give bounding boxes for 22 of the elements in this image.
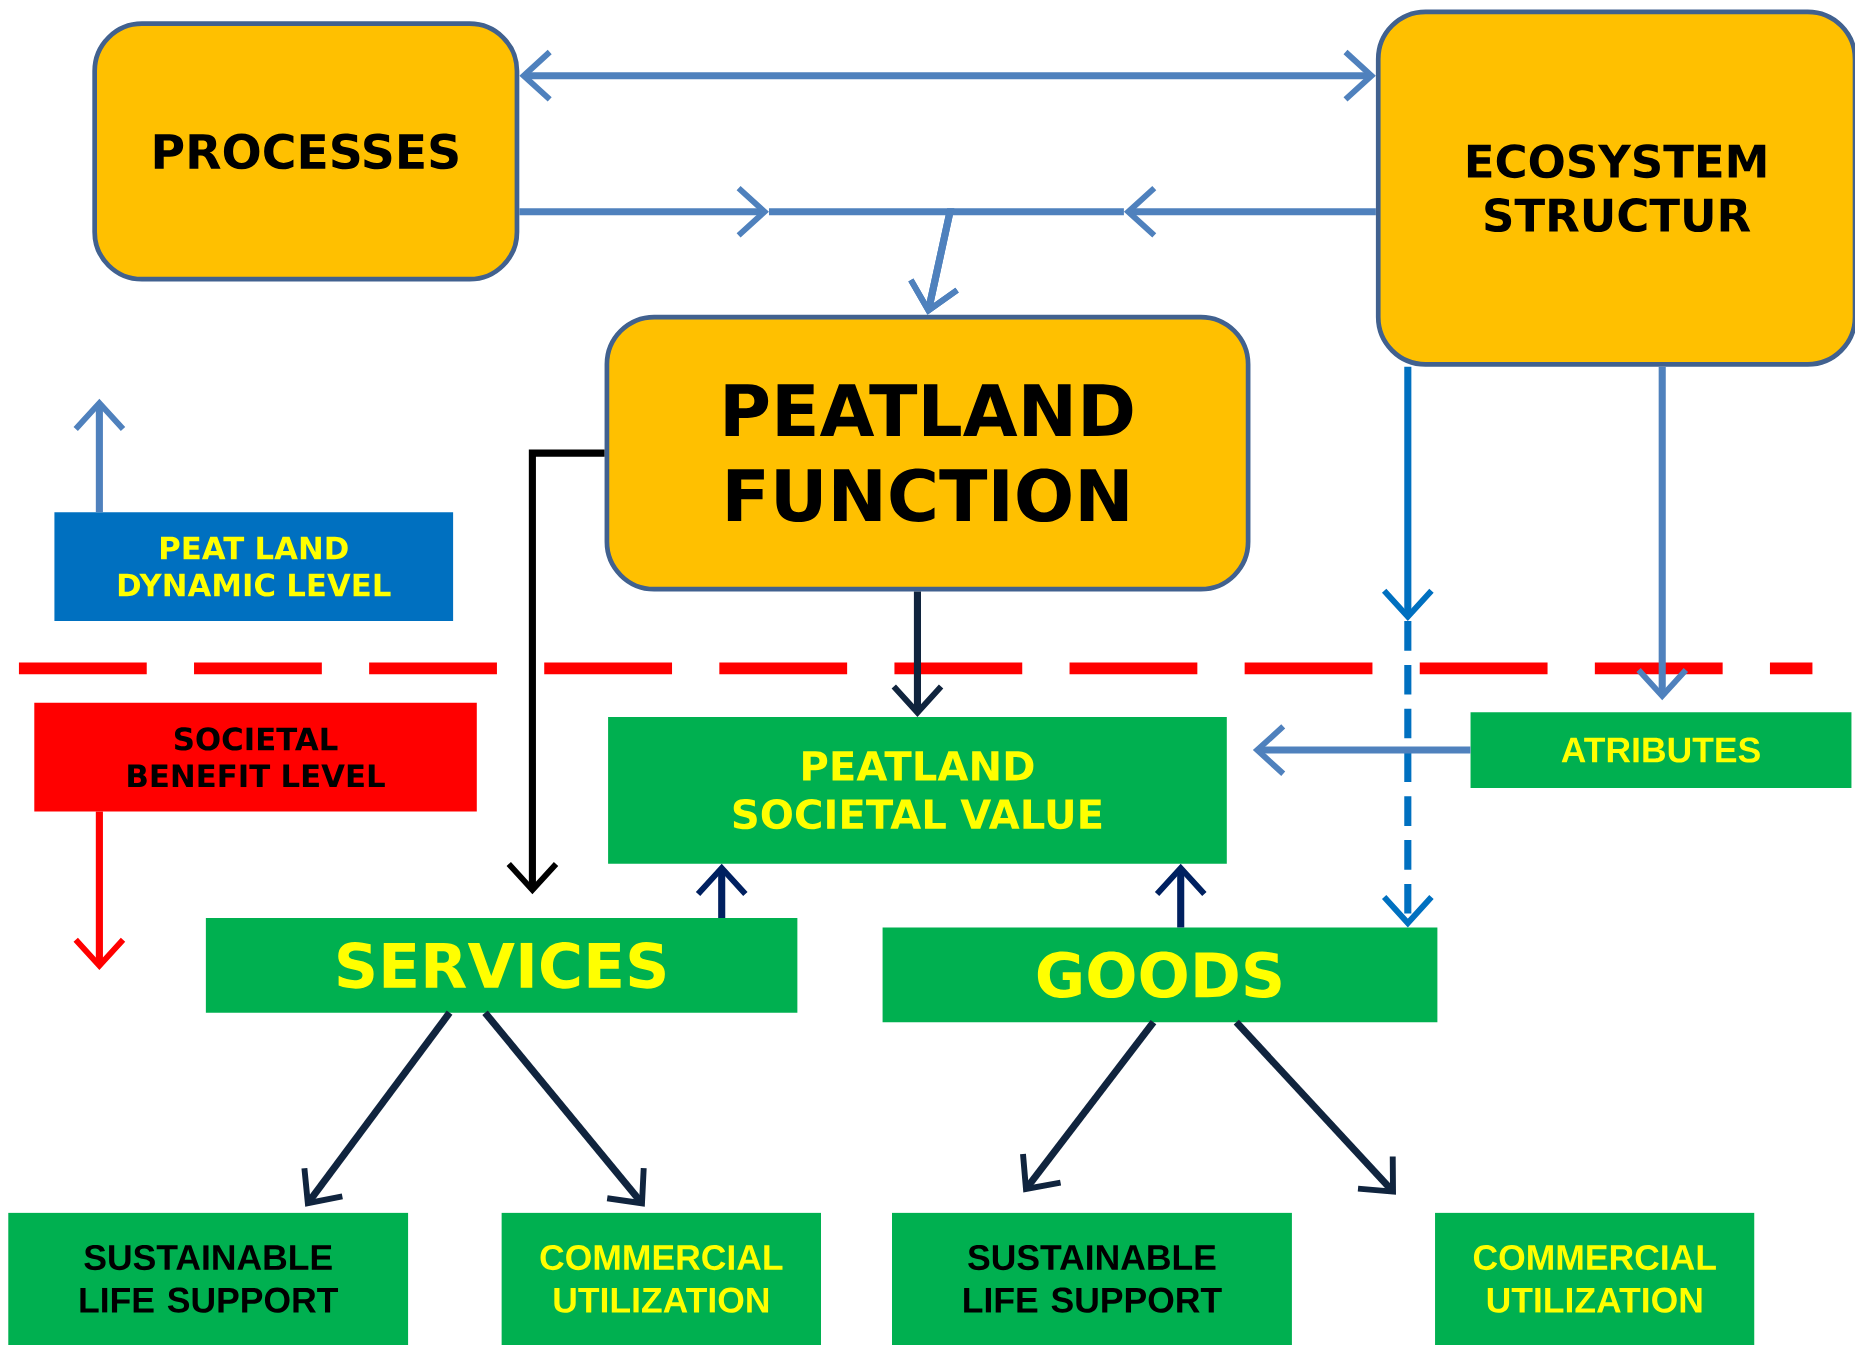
arrow <box>519 49 1376 102</box>
attribute-box: ATRIBUTES <box>1470 712 1852 788</box>
direction-arrow <box>73 811 126 971</box>
level-box: SOCIETAL BENEFIT LEVEL <box>34 702 477 812</box>
arrow <box>1233 1019 1396 1195</box>
outcome-box: SUSTAINABLE LIFE SUPPORT <box>892 1212 1292 1345</box>
arrow <box>301 1010 453 1207</box>
category-box: GOODS <box>882 927 1438 1023</box>
outcome-box: SUSTAINABLE LIFE SUPPORT <box>8 1212 409 1345</box>
arrow <box>1382 366 1434 928</box>
value-box: PEATLAND SOCIETAL VALUE <box>608 716 1227 864</box>
arrow <box>1636 366 1689 701</box>
outcome-box: COMMERCIAL UTILIZATION <box>501 1212 822 1345</box>
arrow <box>482 1010 647 1207</box>
category-box: SERVICES <box>205 918 798 1013</box>
process-box: PEATLAND FUNCTION <box>604 314 1251 592</box>
level-box: PEAT LAND DYNAMIC LEVEL <box>54 512 454 622</box>
process-box: ECOSYSTEM STRUCTUR <box>1375 9 1855 367</box>
direction-arrow <box>73 398 126 513</box>
arrow <box>1020 1020 1157 1193</box>
outcome-box: COMMERCIAL UTILIZATION <box>1435 1212 1755 1345</box>
process-box: PROCESSES <box>92 21 520 282</box>
